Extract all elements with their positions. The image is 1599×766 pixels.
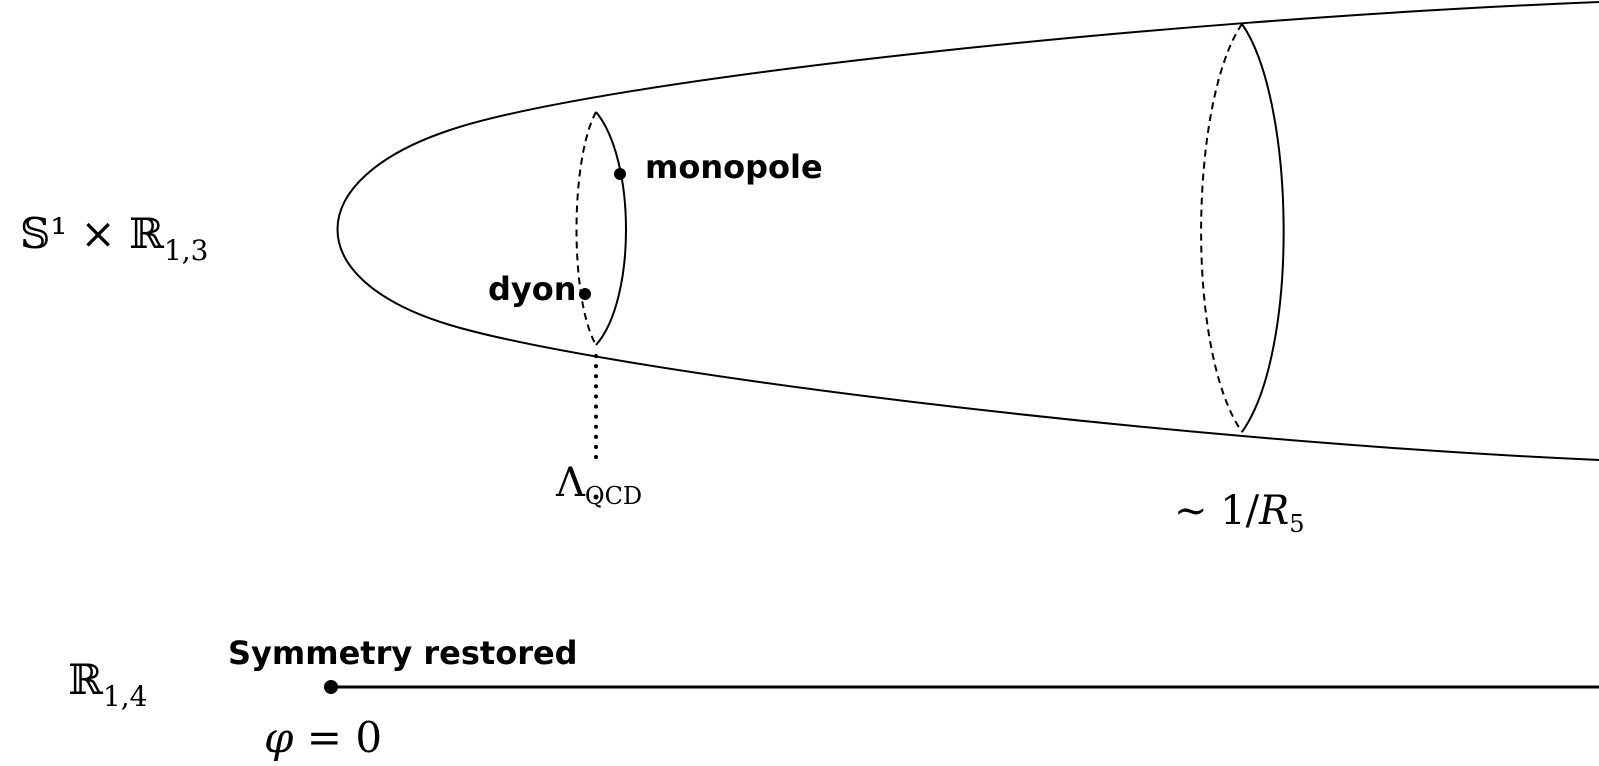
large-cross-section-back [1200, 23, 1243, 433]
lambda-line-end-dot [593, 494, 599, 500]
flat-space-label: ℝ1,4 [68, 655, 147, 713]
compactified-space-label: 𝕊¹ × ℝ1,3 [20, 209, 209, 267]
monopole-point [614, 168, 626, 180]
symmetry-restored-label: Symmetry restored [228, 634, 578, 672]
symmetry-restored-point [324, 680, 338, 694]
lambda-qcd-label: ΛQCD [555, 460, 642, 510]
dyon-point [579, 288, 591, 300]
dyon-label: dyon [488, 270, 577, 308]
phi-zero-label: φ = 0 [264, 713, 382, 762]
monopole-label: monopole [645, 148, 823, 186]
large-cross-section-front [1241, 23, 1285, 433]
small-cross-section-back [575, 111, 597, 346]
scale-label: ∼ 1/R5 [1174, 488, 1305, 538]
paraboloid-outline [336, 1, 1599, 461]
small-cross-section-front [595, 111, 627, 346]
